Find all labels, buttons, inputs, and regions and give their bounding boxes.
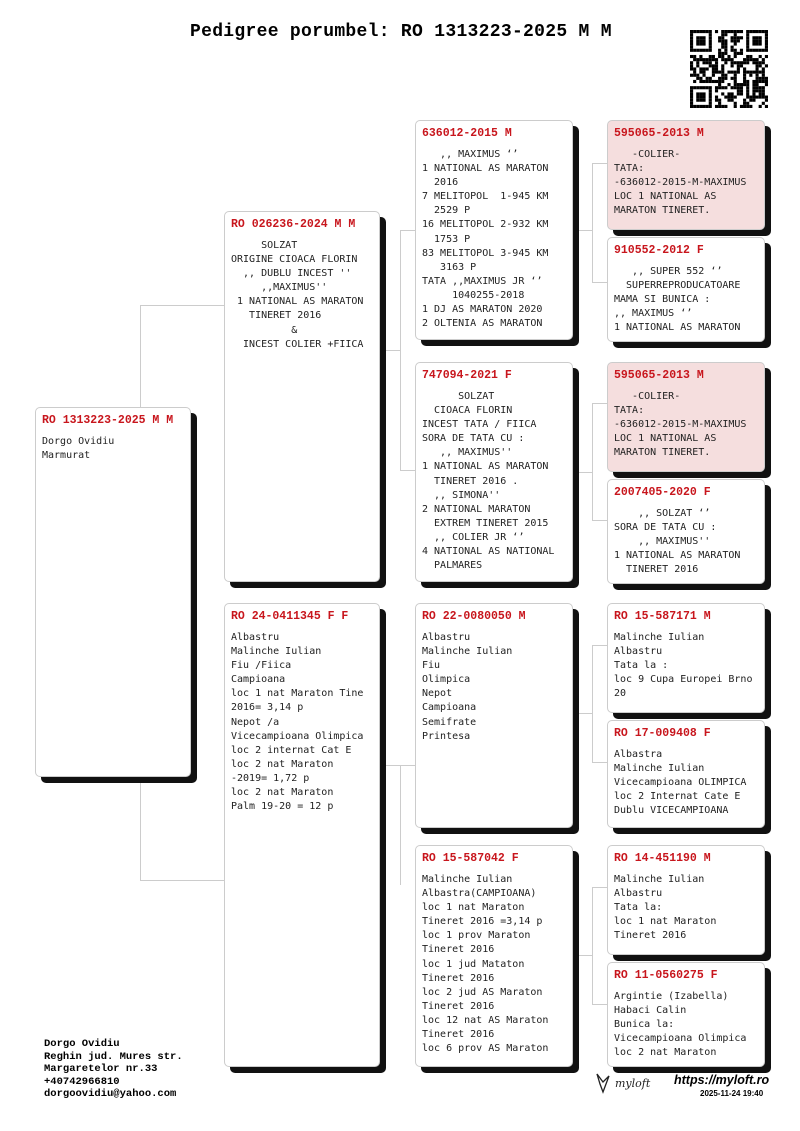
ring-number: 910552-2012 F xyxy=(614,244,704,257)
pigeon-card-subject[interactable]: RO 1313223-2025 M M Dorgo Ovidiu Marmura… xyxy=(35,407,191,777)
connector-line xyxy=(140,880,224,881)
qr-code-icon xyxy=(690,30,768,108)
pigeon-card-sire[interactable]: RO 026236-2024 M M SOLZAT ORIGINE CIOACA… xyxy=(224,211,380,582)
ring-number: 2007405-2020 F xyxy=(614,486,711,499)
pigeon-notes: Albastra Malinche Iulian Vicecampioana O… xyxy=(614,749,747,817)
timestamp: 2025-11-24 19:40 xyxy=(700,1089,764,1098)
ring-number: 636012-2015 M xyxy=(422,127,512,140)
connector-line xyxy=(592,163,607,164)
connector-line xyxy=(400,230,401,470)
connector-line xyxy=(592,1004,607,1005)
ring-number: RO 14-451190 M xyxy=(614,852,711,865)
connector-line xyxy=(385,765,400,766)
ring-number: RO 22-0080050 M xyxy=(422,610,526,623)
pigeon-notes: -COLIER- TATA: -636012-2015-M-MAXIMUS LO… xyxy=(614,391,747,459)
pigeon-notes: ,, SOLZAT ‘’ SORA DE TATA CU : ,, MAXIMU… xyxy=(614,508,741,576)
owner-contact: Dorgo Ovidiu Reghin jud. Mures str. Marg… xyxy=(44,1038,183,1100)
connector-line xyxy=(140,777,141,881)
connector-line xyxy=(592,645,593,763)
pigeon-notes: Malinche Iulian Albastru Tata la : loc 9… xyxy=(614,632,753,700)
pigeon-card-gen4-8[interactable]: RO 11-0560275 F Argintie (Izabella) Haba… xyxy=(607,962,765,1067)
pigeon-card-gen4-6[interactable]: RO 17-009408 F Albastra Malinche Iulian … xyxy=(607,720,765,828)
page-title: Pedigree porumbel: RO 1313223-2025 M M xyxy=(190,22,612,42)
ring-number: RO 11-0560275 F xyxy=(614,969,718,982)
ring-number: 595065-2013 M xyxy=(614,369,704,382)
pigeon-notes: Albastru Malinche Iulian Fiu Olimpica Ne… xyxy=(422,632,513,742)
pigeon-notes: ,, SUPER 552 ‘’ SUPERREPRODUCATOARE MAMA… xyxy=(614,266,741,334)
logo-text: myloft xyxy=(615,1076,651,1090)
pigeon-card-gen4-7[interactable]: RO 14-451190 M Malinche Iulian Albastru … xyxy=(607,845,765,955)
website-link[interactable]: https://myloft.ro xyxy=(674,1073,770,1087)
connector-line xyxy=(577,713,592,714)
pigeon-card-gen4-1[interactable]: 595065-2013 M -COLIER- TATA: -636012-201… xyxy=(607,120,765,230)
pigeon-card-gen4-4[interactable]: 2007405-2020 F ,, SOLZAT ‘’ SORA DE TATA… xyxy=(607,479,765,584)
pigeon-notes: Argintie (Izabella) Habaci Calin Bunica … xyxy=(614,991,747,1059)
ring-number: RO 15-587171 M xyxy=(614,610,711,623)
connector-line xyxy=(140,305,224,306)
pigeon-card-dam-sire[interactable]: RO 22-0080050 M Albastru Malinche Iulian… xyxy=(415,603,573,828)
connector-line xyxy=(400,765,415,766)
pigeon-notes: SOLZAT ORIGINE CIOACA FLORIN ,, DUBLU IN… xyxy=(231,240,364,350)
connector-line xyxy=(400,230,415,231)
pigeon-notes: Malinche Iulian Albastra(CAMPIOANA) loc … xyxy=(422,874,549,1055)
connector-line xyxy=(577,472,592,473)
ring-number: RO 24-0411345 F F xyxy=(231,610,349,623)
connector-line xyxy=(577,955,592,956)
connector-line xyxy=(592,645,607,646)
pigeon-notes: SOLZAT CIOACA FLORIN INCEST TATA / FIICA… xyxy=(422,391,555,572)
ring-number: RO 17-009408 F xyxy=(614,727,711,740)
pigeon-notes: Albastru Malinche Iulian Fiu /Fiica Camp… xyxy=(231,632,364,813)
pigeon-card-sire-dam[interactable]: 747094-2021 F SOLZAT CIOACA FLORIN INCES… xyxy=(415,362,573,582)
ring-number: RO 15-587042 F xyxy=(422,852,519,865)
connector-line xyxy=(140,305,141,407)
ring-number: RO 026236-2024 M M xyxy=(231,218,356,231)
pigeon-card-gen4-5[interactable]: RO 15-587171 M Malinche Iulian Albastru … xyxy=(607,603,765,713)
pigeon-notes: ,, MAXIMUS ‘’ 1 NATIONAL AS MARATON 2016… xyxy=(422,149,549,330)
ring-number: 595065-2013 M xyxy=(614,127,704,140)
myloft-logo[interactable]: myloft xyxy=(594,1072,650,1094)
connector-line xyxy=(577,230,592,231)
connector-line xyxy=(592,163,593,283)
pigeon-notes: Dorgo Ovidiu Marmurat xyxy=(42,436,115,462)
ring-number: RO 1313223-2025 M M xyxy=(42,414,174,427)
pigeon-card-dam[interactable]: RO 24-0411345 F F Albastru Malinche Iuli… xyxy=(224,603,380,1067)
pigeon-card-sire-sire[interactable]: 636012-2015 M ,, MAXIMUS ‘’ 1 NATIONAL A… xyxy=(415,120,573,340)
connector-line xyxy=(592,887,593,1005)
pigeon-notes: Malinche Iulian Albastru Tata la: loc 1 … xyxy=(614,874,717,942)
pigeon-card-dam-dam[interactable]: RO 15-587042 F Malinche Iulian Albastra(… xyxy=(415,845,573,1067)
connector-line xyxy=(592,403,607,404)
connector-line xyxy=(592,520,607,521)
connector-line xyxy=(592,887,607,888)
pigeon-notes: -COLIER- TATA: -636012-2015-M-MAXIMUS LO… xyxy=(614,149,747,217)
pigeon-card-gen4-3[interactable]: 595065-2013 M -COLIER- TATA: -636012-201… xyxy=(607,362,765,472)
pigeon-card-gen4-2[interactable]: 910552-2012 F ,, SUPER 552 ‘’ SUPERREPRO… xyxy=(607,237,765,342)
connector-line xyxy=(400,765,401,885)
bird-icon xyxy=(596,1073,610,1094)
ring-number: 747094-2021 F xyxy=(422,369,512,382)
connector-line xyxy=(592,282,607,283)
connector-line xyxy=(400,470,415,471)
connector-line xyxy=(592,403,593,521)
connector-line xyxy=(592,762,607,763)
connector-line xyxy=(385,350,400,351)
